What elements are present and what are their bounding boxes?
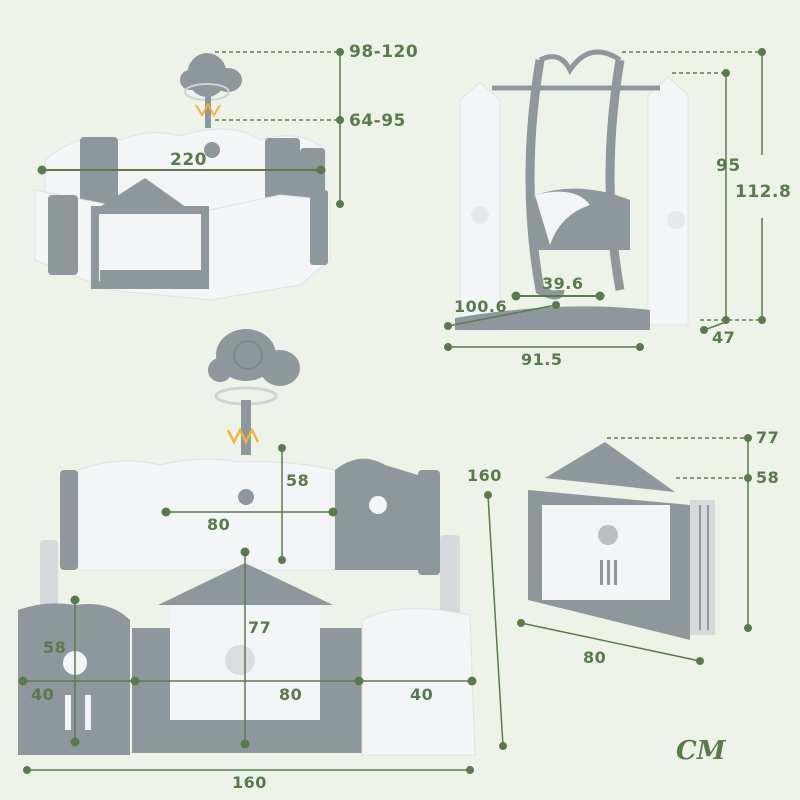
label-swing-depth: 47 — [712, 328, 736, 347]
label-perspective-width: 220 — [170, 150, 207, 170]
dimension-lines-swing — [444, 48, 766, 351]
label-gate-height: 77 — [248, 618, 272, 637]
label-left-panel-height: 58 — [43, 638, 67, 657]
label-back-height: 58 — [286, 471, 310, 490]
dimension-lines-folded — [517, 434, 752, 665]
label-back-gate-width: 80 — [207, 515, 231, 534]
label-swing-seat: 39.6 — [542, 274, 584, 293]
label-folded-mid-height: 58 — [756, 468, 780, 487]
unit-label: CM — [676, 736, 726, 766]
label-swing-seat-height: 95 — [716, 156, 741, 176]
playpen-front-image — [18, 329, 476, 756]
label-left-segment: 40 — [31, 685, 55, 704]
dimension-lines-front — [18, 444, 507, 774]
folded-panel-image — [528, 442, 715, 640]
label-folded-top-height: 77 — [756, 428, 780, 447]
label-swing-total-height: 112.8 — [735, 182, 792, 202]
label-height-max: 98-120 — [349, 42, 419, 62]
label-swing-base: 100.6 — [454, 297, 508, 316]
label-right-segment: 40 — [410, 685, 434, 704]
label-swing-width: 91.5 — [521, 350, 563, 369]
label-total-depth: 160 — [467, 466, 502, 485]
swing-image — [455, 49, 689, 331]
label-total-width: 160 — [232, 773, 267, 792]
label-height-min: 64-95 — [349, 111, 406, 131]
playpen-perspective-image — [34, 53, 331, 301]
dimension-lines-perspective — [37, 48, 344, 208]
label-folded-width: 80 — [583, 648, 607, 667]
label-center-segment: 80 — [279, 685, 303, 704]
